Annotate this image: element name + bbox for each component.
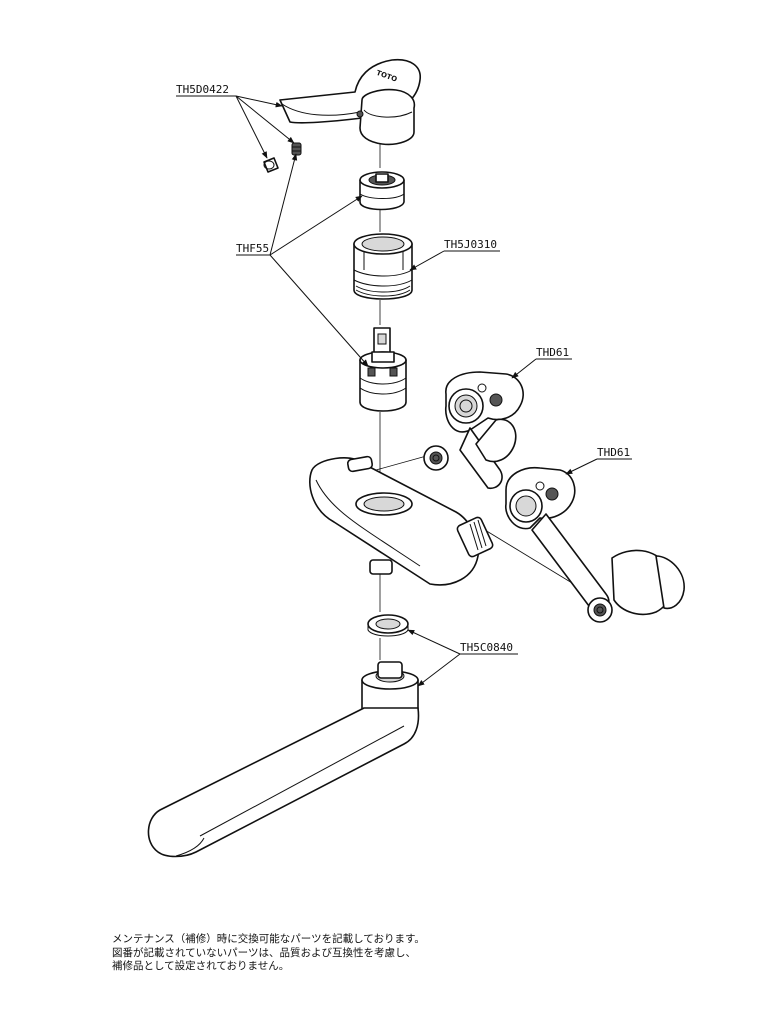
lower-elbow-fitting bbox=[505, 466, 685, 623]
ceramic-cartridge bbox=[359, 327, 407, 412]
top-seal-adapter bbox=[359, 171, 405, 211]
cartridge-nut bbox=[353, 233, 413, 300]
part-label-thd61-upper: THD61 bbox=[536, 346, 569, 359]
part-label-th5c0840: TH5C0840 bbox=[460, 641, 513, 654]
note-line-3: 補修品として設定されておりません。 bbox=[112, 960, 290, 972]
part-label-thf55: THF55 bbox=[236, 242, 269, 255]
part-label-th5j0310: TH5J0310 bbox=[444, 238, 497, 251]
spout-gasket bbox=[367, 614, 409, 637]
callout-seal-set: THF55 bbox=[236, 153, 369, 367]
part-label-th5d0422: TH5D0422 bbox=[176, 83, 229, 96]
faucet-body bbox=[309, 455, 494, 586]
lever-handle: TOTO bbox=[279, 58, 421, 146]
callout-upper-elbow: THD61 bbox=[511, 346, 572, 379]
callout-cartridge-nut: TH5J0310 bbox=[409, 238, 500, 271]
note-line-2: 図番が記載されていないパーツは、品質および互換性を考慮し、 bbox=[112, 946, 416, 959]
callout-handle-screw: TH5D0422 bbox=[176, 83, 295, 159]
callout-lower-elbow: THD61 bbox=[565, 446, 632, 475]
callout-spout-gasket: TH5C0840 bbox=[407, 629, 518, 687]
part-label-thd61-lower: THD61 bbox=[597, 446, 630, 459]
maintenance-note: メンテナンス（補修）時に交換可能なパーツを記載しております。 図番が記載されてい… bbox=[112, 933, 632, 974]
note-line-1: メンテナンス（補修）時に交換可能なパーツを記載しております。 bbox=[112, 933, 425, 945]
swivel-spout bbox=[147, 661, 420, 858]
upper-elbow-fitting bbox=[423, 371, 524, 490]
